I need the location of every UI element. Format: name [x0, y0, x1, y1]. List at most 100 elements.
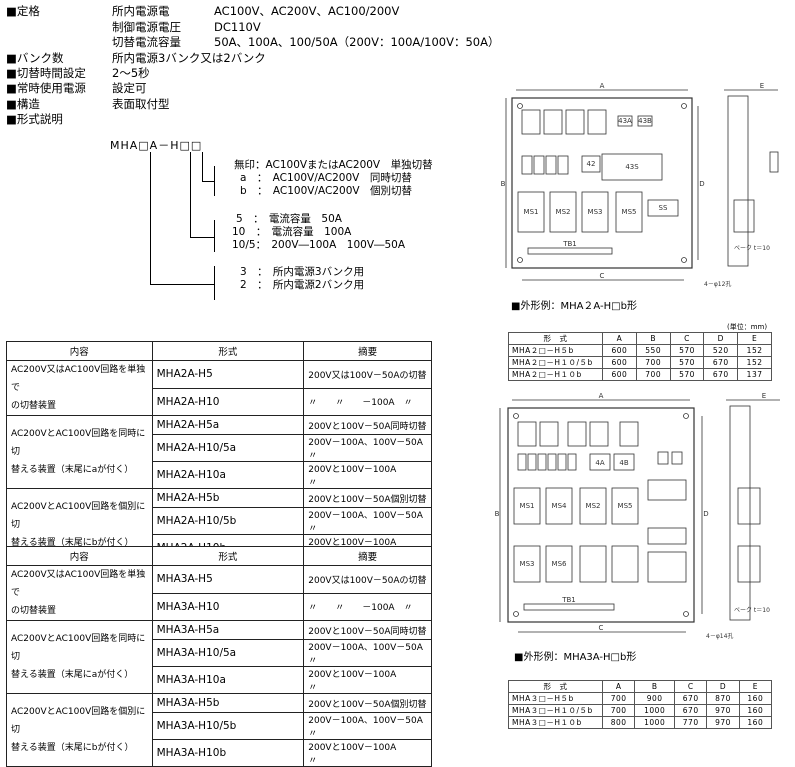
part-tb1: TB1 — [562, 240, 577, 248]
model-cell: MHA2A-H5b — [151, 488, 305, 508]
group-desc: AC200VとAC100V回路を個別に切替える装置（末尾にbが付く） — [6, 693, 153, 767]
model-cell: MHA2A-H10 — [151, 387, 305, 416]
table-header-summary: 摘要 — [303, 341, 432, 361]
outline-drawing-3bank: A B C D E MS1 MS4 MS2 MS5 MS3 MS6 TB1 4A… — [495, 392, 780, 640]
summary-cell: 200V－100A、100V－50A 〃 — [303, 639, 432, 667]
tree-bank-3: 3 ： 所内電源3バンク用 — [240, 266, 365, 278]
dim-a-label: A — [599, 392, 604, 400]
part-43b: 43B — [638, 117, 652, 125]
group-desc: AC200VとAC100V回路を同時に切替える装置（末尾にaが付く） — [6, 415, 153, 489]
spec-label-normal-power: ■常時使用電源 — [6, 81, 86, 95]
model-cell: MHA2A-H5a — [151, 415, 305, 435]
group-desc: AC200V又はAC100V回路を単独での切替装置 — [6, 360, 153, 416]
spec-banks-value: 所内電源3バンク又は2バンク — [112, 51, 266, 65]
summary-cell: 200V又は100V－50Aの切替 — [303, 360, 432, 389]
group-desc: AC200V又はAC100V回路を単独での切替装置 — [6, 565, 153, 621]
summary-cell: 200V－100A、100V－50A 〃 — [303, 507, 432, 535]
tree-current-10-5: 10/5： 200V―100A 100V―50A — [232, 239, 406, 251]
part-ms3: MS3 — [588, 208, 603, 216]
part-ms1: MS1 — [524, 208, 539, 216]
model-cell: MHA3A-H10 — [151, 592, 305, 621]
spec-label-banks: ■バンク数 — [6, 51, 64, 65]
part-43s: 43S — [625, 163, 639, 171]
dim-header: D — [706, 680, 740, 693]
model-table-3bank: 内容 形式 摘要 AC200V又はAC100V回路を単独での切替装置 MHA3A… — [6, 546, 432, 767]
summary-cell: 200Vと100V－100A 〃 — [303, 461, 432, 489]
tree-current-10: 10 ： 電流容量 100A — [232, 226, 352, 238]
dim-b-label: B — [495, 510, 500, 518]
table-header-content: 内容 — [6, 546, 153, 566]
group-desc: AC200VとAC100V回路を同時に切替える装置（末尾にaが付く） — [6, 620, 153, 694]
spec-label-switch-time: ■切替時間設定 — [6, 66, 86, 80]
model-cell: MHA3A-H10b — [151, 739, 305, 767]
dim-header: C — [674, 680, 708, 693]
dim-header: 形 式 — [508, 332, 603, 345]
dim-e-label: E — [762, 392, 766, 400]
hole-note: 4－φ12孔 — [704, 280, 731, 288]
summary-cell: 200Vと100V－50A同時切替 — [303, 620, 432, 640]
part-42: 42 — [587, 160, 596, 168]
base-note: ベーク t＝10 — [734, 245, 770, 252]
dim-header: 形 式 — [508, 680, 603, 693]
part-ms5: MS5 — [618, 502, 633, 510]
table-row: AC200VとAC100V回路を同時に切替える装置（末尾にaが付く） MHA3A… — [6, 620, 432, 694]
tree-option-none: 無印：AC100VまたはAC200V 単独切替 — [234, 159, 433, 171]
table-row: AC200V又はAC100V回路を単独での切替装置 MHA3A-H5 200V又… — [6, 565, 432, 621]
part-ss: SS — [659, 204, 668, 212]
table-header-model: 形式 — [151, 341, 305, 361]
part-ms1: MS1 — [520, 502, 535, 510]
model-cell: MHA3A-H5b — [151, 693, 305, 713]
part-ms3: MS3 — [520, 560, 535, 568]
model-cell: MHA3A-H10/5b — [151, 712, 305, 740]
part-43a: 43A — [618, 117, 632, 125]
part-4a: 4A — [595, 459, 604, 467]
dim-header: C — [669, 332, 705, 345]
tree-option-b: b ： AC100V/AC200V 個別切替 — [240, 185, 413, 197]
dim-header: D — [703, 332, 739, 345]
dim-header: A — [601, 680, 636, 693]
tree-current-5: 5 ： 電流容量 50A — [236, 213, 342, 225]
model-cell: MHA2A-H10/5b — [151, 507, 305, 535]
dim-c-label: C — [599, 624, 604, 632]
spec-label-structure: ■構造 — [6, 97, 40, 111]
table-header-model: 形式 — [151, 546, 305, 566]
model-cell: MHA3A-H5a — [151, 620, 305, 640]
model-cell: MHA3A-H10a — [151, 666, 305, 694]
model-cell: MHA2A-H10/5a — [151, 434, 305, 462]
part-4b: 4B — [619, 459, 628, 467]
caption-drawing-3bank: ■外形例：MHA3A-H□b形 — [514, 652, 637, 663]
spec-label-rating: ■定格 — [6, 4, 40, 18]
model-code: MHA□A－H□□ — [110, 139, 203, 152]
spec-rating-key-2: 制御電源電圧 — [112, 20, 181, 34]
part-tb1: TB1 — [561, 596, 576, 604]
summary-cell: 200V又は100V－50Aの切替 — [303, 565, 432, 594]
dim-e-label: E — [760, 82, 764, 90]
table-row: AC200VとAC100V回路を個別に切替える装置（末尾にbが付く） MHA2A… — [6, 488, 432, 562]
model-cell: MHA3A-H5 — [151, 565, 305, 594]
dim-d-label: D — [703, 510, 708, 518]
spec-rating-key-3: 切替電流容量 — [112, 35, 181, 49]
model-cell: MHA2A-H10a — [151, 461, 305, 489]
table-row: AC200VとAC100V回路を個別に切替える装置（末尾にbが付く） MHA3A… — [6, 693, 432, 767]
dim-b-label: B — [501, 180, 506, 188]
model-table-2bank: 内容 形式 摘要 AC200V又はAC100V回路を単独での切替装置 MHA2A… — [6, 341, 432, 562]
part-ms5: MS5 — [622, 208, 637, 216]
hole-note: 4－φ14孔 — [706, 632, 733, 640]
outline-drawing-2bank: A B C D E MS1 MS2 MS3 MS5 TB1 SS 43A 43B… — [501, 82, 779, 288]
summary-cell: 200Vと100V－50A個別切替 — [303, 488, 432, 508]
caption-drawing-2bank: ■外形例：MHA２A-H□b形 — [511, 301, 637, 312]
summary-cell: 200Vと100V－100A 〃 — [303, 739, 432, 767]
dim-c-label: C — [600, 272, 605, 280]
spec-switch-time-value: 2～5秒 — [112, 66, 150, 80]
dim-header: E — [737, 332, 772, 345]
summary-cell: 〃 〃 －100A 〃 — [303, 592, 432, 621]
spec-normal-power-value: 設定可 — [112, 81, 147, 95]
tree-bank-2: 2 ： 所内電源2バンク用 — [240, 279, 365, 291]
spec-rating-val-3: 50A、100A、100/50A（200V：100A/100V：50A） — [214, 35, 500, 49]
